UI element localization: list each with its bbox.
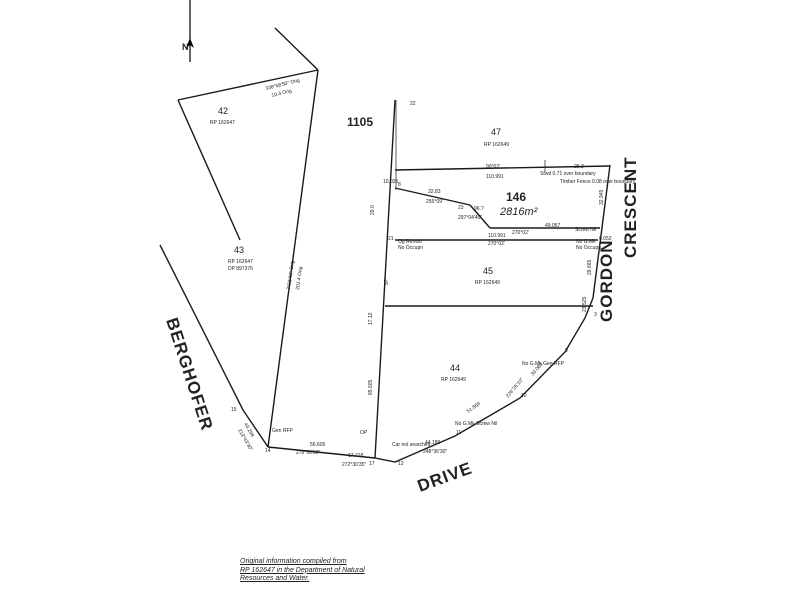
svg-text:11: 11	[456, 430, 461, 436]
svg-text:17.718: 17.718	[348, 453, 364, 459]
dimension-labels: 338°58'50" Orig 10.4 Orig 7°31'40" Orig …	[231, 78, 612, 468]
svg-text:270°02': 270°02'	[512, 230, 529, 236]
svg-text:22: 22	[410, 101, 416, 107]
svg-text:Car not searched: Car not searched	[392, 442, 431, 448]
svg-text:No G.Mk Gen RFP: No G.Mk Gen RFP	[522, 361, 565, 367]
svg-text:Og Renwd: Og Renwd	[398, 239, 422, 245]
svg-text:97°: 97°	[384, 277, 390, 285]
street-crescent: CRESCENT	[621, 156, 640, 258]
footnote-line-2: RP 162647 in the Department of Natural	[240, 566, 365, 574]
street-berghofer: BERGHOFER	[162, 315, 216, 433]
svg-text:21: 21	[388, 236, 394, 242]
svg-text:32.83: 32.83	[428, 189, 441, 195]
lot-42-number: 42	[218, 106, 228, 116]
svg-text:248°36'30": 248°36'30"	[423, 449, 447, 455]
lot-43-number: 43	[234, 245, 244, 255]
svg-text:6.052: 6.052	[599, 236, 612, 242]
lot-47-number: 47	[491, 127, 501, 137]
north-label: N	[182, 42, 189, 52]
street-gordon: GORDON	[597, 240, 616, 323]
svg-text:110.991: 110.991	[488, 233, 506, 239]
svg-text:255°09': 255°09'	[426, 199, 443, 205]
svg-text:29.665: 29.665	[587, 259, 593, 275]
svg-text:25.3: 25.3	[574, 164, 584, 170]
svg-text:32.945: 32.945	[599, 189, 605, 205]
footnote-line-3: Resources and Water.	[240, 575, 310, 582]
svg-text:23: 23	[458, 205, 464, 211]
svg-text:17.12: 17.12	[368, 312, 374, 325]
svg-text:10.025: 10.025	[383, 179, 399, 185]
svg-text:12: 12	[398, 461, 404, 467]
boundary-lines	[159, 27, 611, 463]
svg-text:85.605: 85.605	[368, 379, 374, 395]
svg-text:272°30'35": 272°30'35"	[342, 462, 366, 468]
footnote-line-1: Original information compiled from	[240, 558, 347, 565]
footnote: Original information compiled from RP 16…	[240, 558, 440, 584]
svg-text:56.605: 56.605	[310, 442, 326, 448]
lot-146-number: 146	[506, 190, 526, 204]
svg-text:OP: OP	[360, 430, 368, 436]
svg-text:17: 17	[369, 461, 375, 467]
survey-notes: Og Renwd No Occupn No G.Mk No Occupn Car…	[272, 171, 636, 448]
lot-146-area: 2816m²	[499, 206, 538, 218]
svg-text:29.0: 29.0	[370, 205, 376, 215]
svg-text:44.189: 44.189	[425, 440, 441, 446]
svg-text:201.4 Orig: 201.4 Orig	[295, 266, 304, 290]
svg-text:No Occupn: No Occupn	[576, 245, 601, 251]
svg-text:110.991: 110.991	[486, 174, 504, 180]
svg-text:51.869: 51.869	[466, 401, 482, 415]
svg-text:Stwd 0.71 over boundary: Stwd 0.71 over boundary	[540, 171, 596, 177]
svg-text:Timber Fence 0.08 over boundar: Timber Fence 0.08 over boundary	[560, 179, 636, 185]
lot-45-number: 45	[483, 266, 493, 276]
svg-text:3: 3	[594, 312, 597, 318]
svg-text:10: 10	[521, 393, 527, 399]
lot-43-plan2: DP 897376	[228, 266, 253, 272]
svg-text:8: 8	[398, 182, 401, 188]
svg-text:270°02': 270°02'	[488, 241, 505, 247]
svg-text:15: 15	[231, 407, 237, 413]
svg-text:49.057: 49.057	[545, 223, 561, 229]
street-drive: DRIVE	[415, 458, 475, 495]
svg-text:23.525: 23.525	[582, 296, 588, 312]
lot-47-plan: RP 162649	[484, 142, 509, 148]
lot-42-plan: RP 162647	[210, 120, 235, 126]
svg-text:7°31'40" Orig: 7°31'40" Orig	[286, 260, 296, 290]
svg-text:96.?: 96.?	[474, 206, 484, 212]
lot-45-plan: RP 162649	[475, 280, 500, 286]
lot-44-number: 44	[450, 363, 460, 373]
svg-text:Screw Nil: Screw Nil	[575, 227, 596, 233]
svg-text:No G.Mk: No G.Mk	[576, 239, 596, 245]
parish-number: 1105	[347, 115, 373, 129]
svg-text:14: 14	[265, 448, 271, 454]
svg-text:297°04'40": 297°04'40"	[458, 215, 482, 221]
svg-text:90°02': 90°02'	[486, 164, 500, 170]
lot-44-plan: RP 162649	[441, 377, 466, 383]
svg-text:10.4 Orig: 10.4 Orig	[271, 88, 293, 99]
svg-text:No Occupn: No Occupn	[398, 245, 423, 251]
svg-text:276°50'30": 276°50'30"	[296, 450, 320, 456]
lot-43-plan: RP 162647	[228, 259, 253, 265]
svg-text:Gen RFP: Gen RFP	[272, 428, 294, 434]
north-arrow-icon: N	[182, 0, 194, 62]
svg-text:9: 9	[565, 348, 568, 354]
svg-text:No G.Mk Screw Nil: No G.Mk Screw Nil	[455, 421, 497, 427]
